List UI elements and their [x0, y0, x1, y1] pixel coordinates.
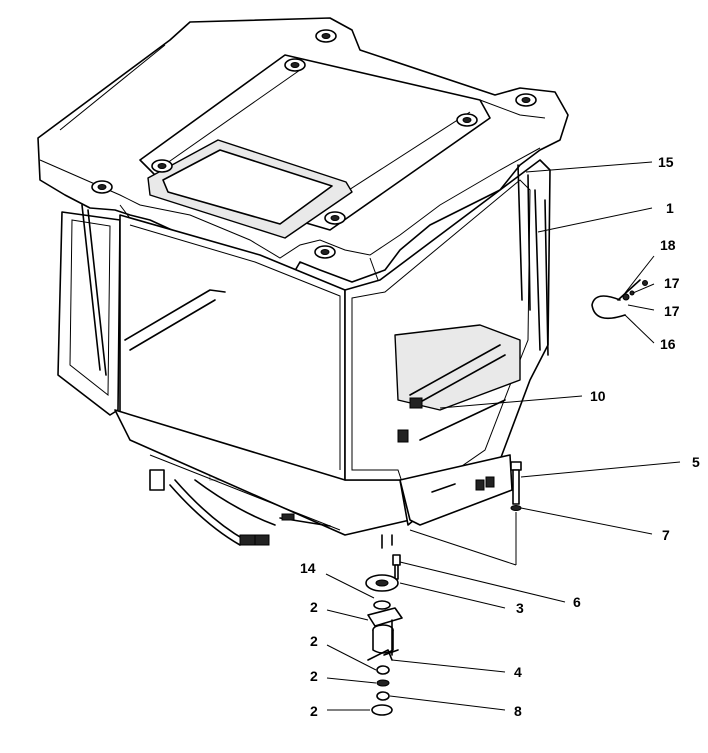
- callout-2-a: 2: [310, 599, 318, 615]
- callout-7: 7: [662, 527, 670, 543]
- callout-labels: 15 1 18 17 17 16 10 5 7 6 14 3 2 2 4 2 2…: [300, 154, 700, 719]
- callout-5: 5: [692, 454, 700, 470]
- callout-2-b: 2: [310, 633, 318, 649]
- callout-16: 16: [660, 336, 676, 352]
- callout-2-d: 2: [310, 703, 318, 719]
- callout-18: 18: [660, 237, 676, 253]
- cab-roof: [37, 17, 569, 289]
- callout-17-upper: 17: [664, 275, 680, 291]
- callout-15: 15: [658, 154, 674, 170]
- callout-10: 10: [590, 388, 606, 404]
- callout-4: 4: [514, 664, 522, 680]
- callout-8: 8: [514, 703, 522, 719]
- callout-3: 3: [516, 600, 524, 616]
- callout-1: 1: [666, 200, 674, 216]
- cab-frame: [57, 159, 551, 549]
- leader-lines: [325, 161, 681, 711]
- callout-6: 6: [573, 594, 581, 610]
- callout-2-c: 2: [310, 668, 318, 684]
- callout-17-lower: 17: [664, 303, 680, 319]
- exploded-parts: [365, 279, 648, 716]
- callout-14: 14: [300, 560, 316, 576]
